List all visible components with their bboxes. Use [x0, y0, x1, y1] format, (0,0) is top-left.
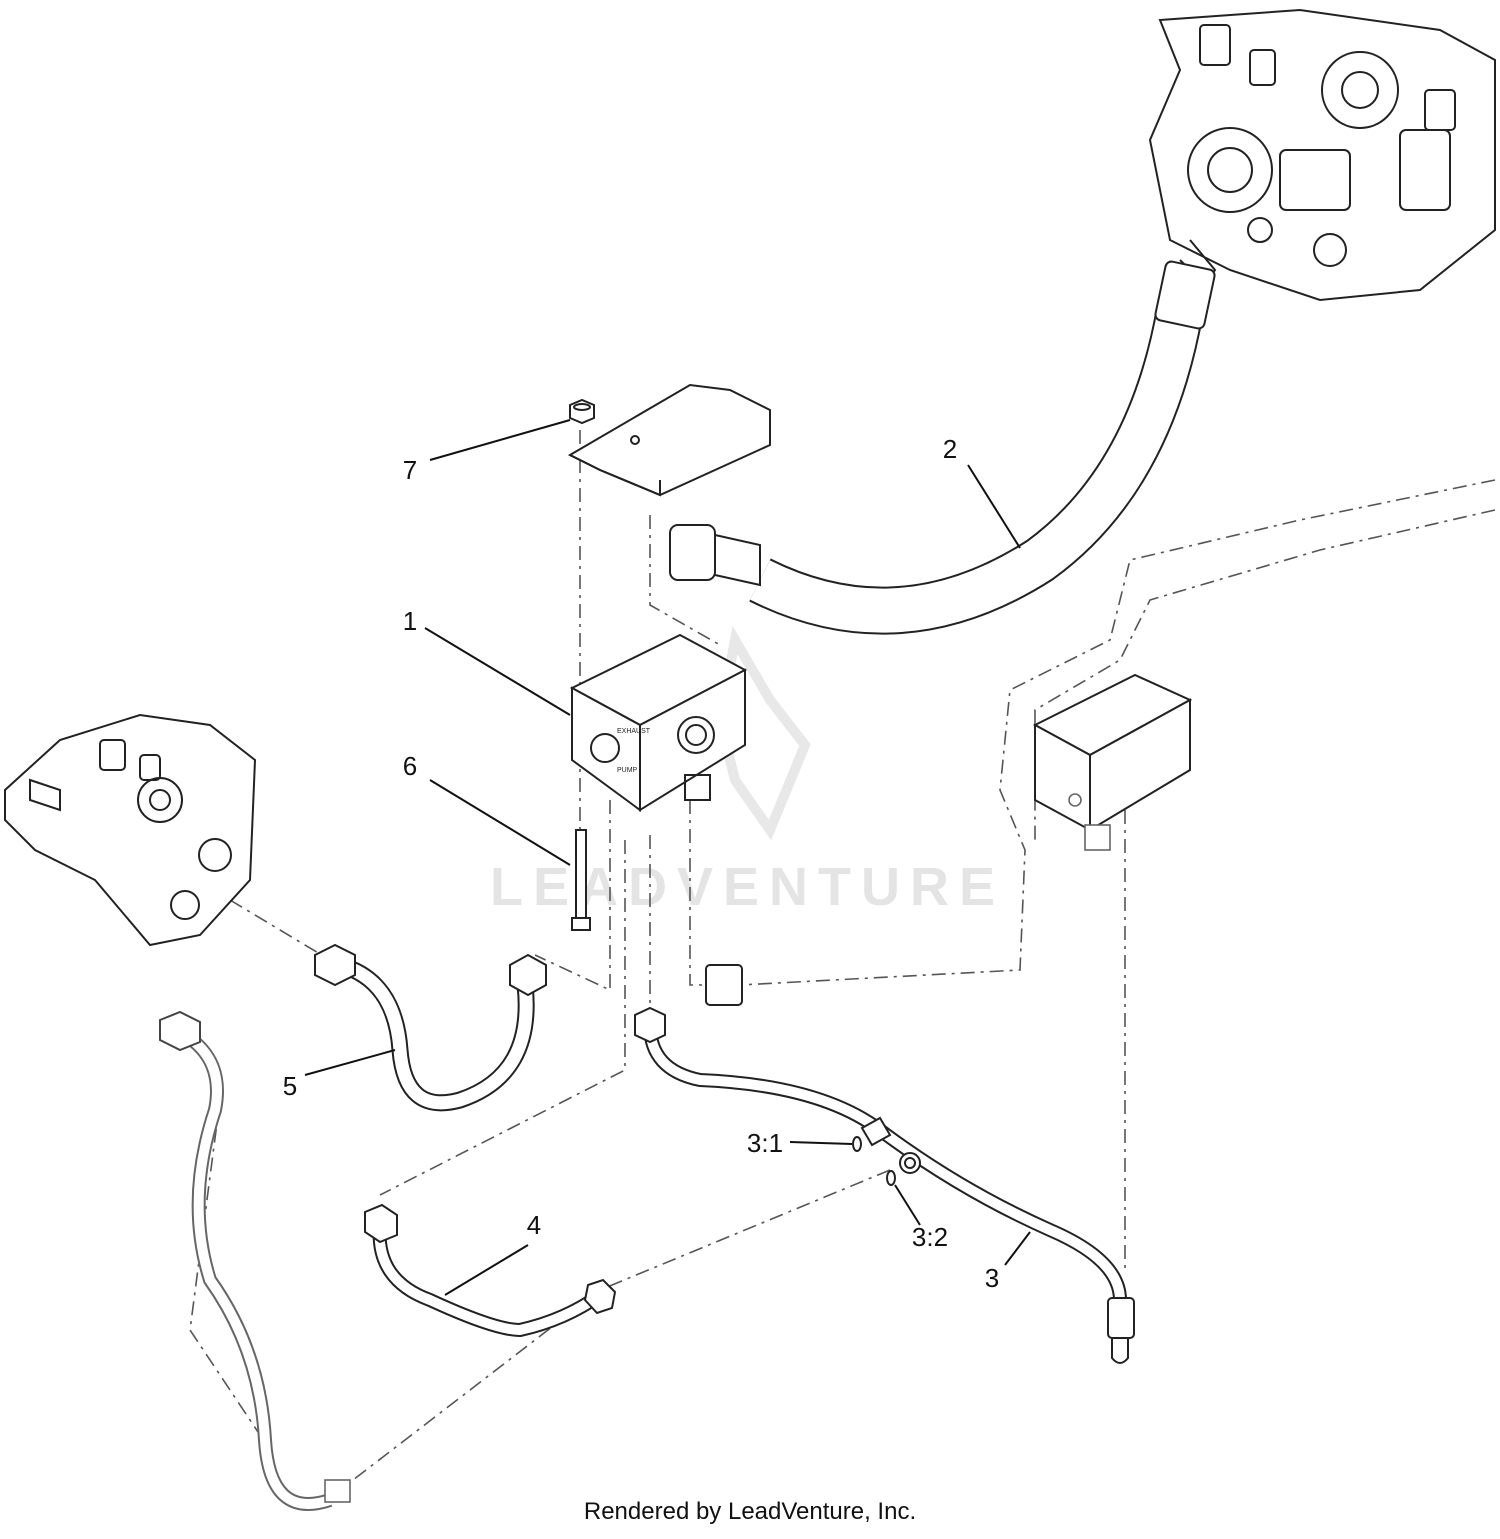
leader-lines	[304, 419, 1031, 1296]
nut-7	[569, 398, 595, 425]
valve-label-pump: PUMP	[617, 767, 638, 774]
callout-5: 5	[283, 1071, 297, 1101]
callout-3-1: 3:1	[747, 1128, 783, 1158]
bolt-6	[571, 829, 591, 931]
callout-7: 7	[403, 455, 417, 485]
credit-line: Rendered by LeadVenture, Inc.	[583, 1498, 917, 1525]
elbow-fitting	[705, 964, 743, 1006]
tube-4	[364, 1203, 617, 1338]
callout-3-2: 3:2	[912, 1222, 948, 1252]
watermark: LEADVENTURE	[490, 625, 1005, 917]
callout-1: 1	[403, 606, 417, 636]
watermark-text: LEADVENTURE	[490, 857, 1005, 917]
o-ring-3-2	[886, 1170, 896, 1186]
callout-4: 4	[527, 1210, 541, 1240]
callouts: 1 2 3 3:1 3:2 4 5 6 7	[283, 434, 999, 1293]
o-rings	[852, 1136, 896, 1186]
valve-block-1: EXHAUST PUMP	[569, 633, 748, 812]
callout-3: 3	[985, 1263, 999, 1293]
tube-5	[314, 943, 547, 1112]
valve-label-exhaust: EXHAUST	[617, 728, 651, 735]
hose-2	[669, 260, 1216, 635]
o-ring-3-1	[852, 1136, 862, 1152]
aux-pump	[4, 713, 257, 947]
callout-2: 2	[943, 434, 957, 464]
tube-3	[634, 1006, 1135, 1364]
callout-6: 6	[403, 751, 417, 781]
main-pump	[1148, 8, 1496, 302]
left-tube	[159, 1010, 351, 1511]
mounting-bracket	[567, 383, 771, 497]
right-valve-block	[1032, 673, 1193, 851]
